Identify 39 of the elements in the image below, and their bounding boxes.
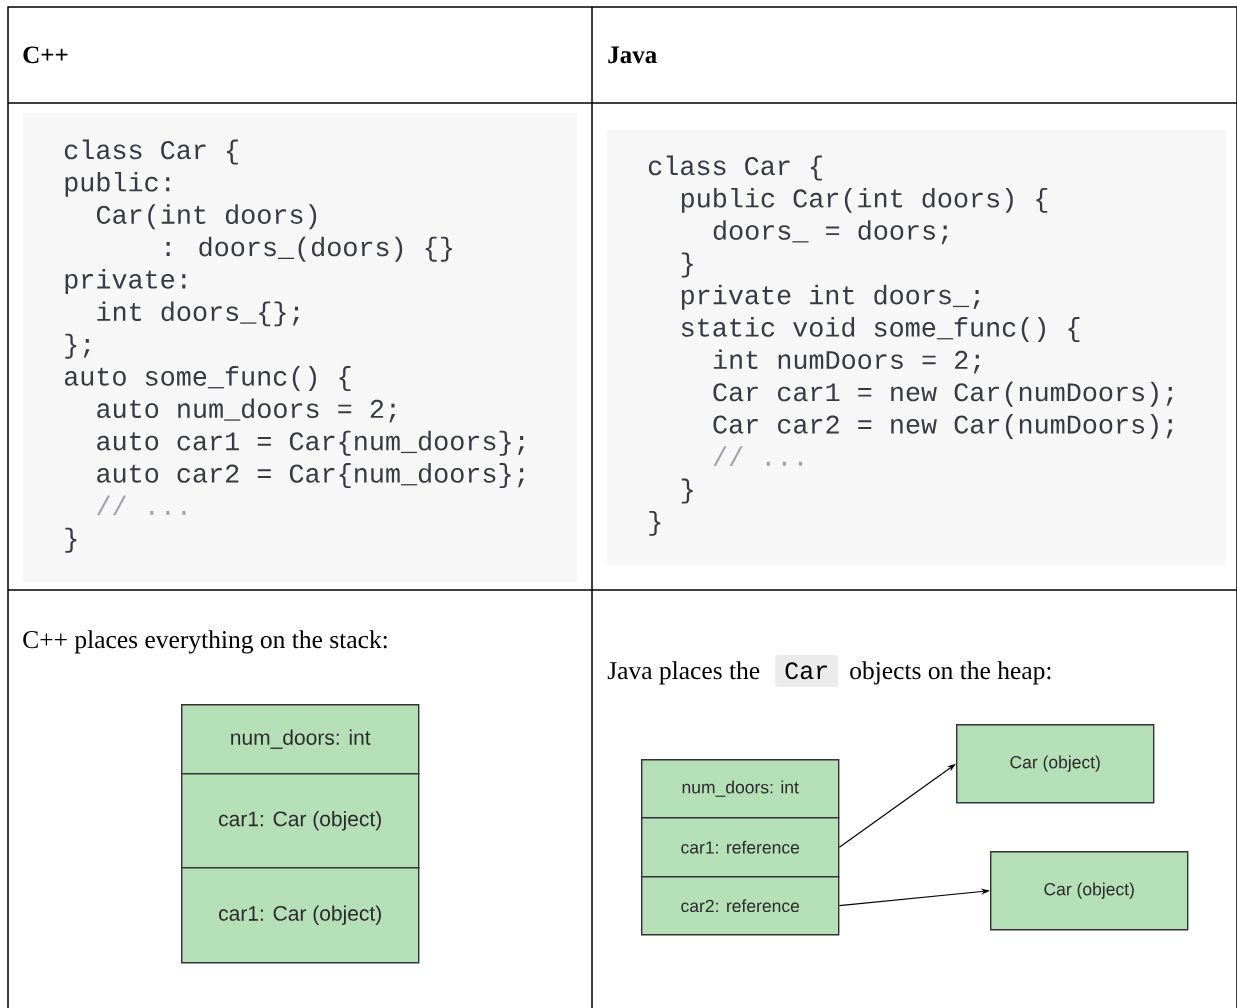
code-line: Car car2 = new Car(numDoors); (713, 414, 1173, 439)
table-header: C++ (23, 46, 68, 64)
code-comment: // ... (713, 446, 802, 466)
object-box: Car (object) (956, 724, 1155, 804)
code-line: } (681, 252, 693, 278)
code-line: : doors_(doors) {} (166, 236, 452, 262)
code-line: int doors_{}; (97, 301, 299, 327)
code-line: auto car2 = Car{num_doors}; (97, 463, 524, 489)
code-line: auto car1 = Car{num_doors}; (97, 430, 524, 456)
code-line: } (681, 478, 693, 504)
stack-cell: num_doors: int (181, 704, 420, 775)
inline-code: Car (775, 655, 839, 687)
stack-cell: num_doors: int (641, 759, 840, 819)
code-line: doors_ = doors; (713, 220, 948, 245)
stack-cell: car1: Car (object) (181, 867, 420, 964)
caption-text: C++ places everything on the stack: (23, 630, 387, 654)
code-line: private int doors_; (681, 284, 980, 310)
code-line: static void some_func() { (681, 317, 1080, 343)
table-header: Java (608, 46, 657, 64)
code-line: public Car(int doors) { (681, 187, 1048, 213)
caption-text: objects on the heap: (850, 661, 1051, 685)
code-line: public: (65, 171, 170, 197)
code-line: } (649, 510, 661, 536)
code-line: Car(int doors) (97, 204, 317, 230)
code-line: }; (65, 333, 90, 359)
code-line: int numDoors = 2; (713, 349, 980, 374)
stack-cell: car1: reference (641, 817, 840, 878)
stack-cell: car1: Car (object) (181, 773, 420, 869)
code-line: auto some_func() { (64, 366, 351, 392)
code-line: Car car1 = new Car(numDoors); (713, 381, 1173, 407)
code-line: } (65, 527, 77, 553)
code-line: class Car { (648, 155, 822, 181)
code-line: auto num_doors = 2; (97, 398, 396, 423)
code-line: class Car { (64, 139, 238, 165)
caption-text: Java places the (607, 661, 760, 685)
code-line: private: (65, 269, 186, 294)
code-comment: // ... (97, 495, 186, 516)
stack-cell: car2: reference (641, 876, 840, 936)
object-box: Car (object) (990, 851, 1189, 931)
